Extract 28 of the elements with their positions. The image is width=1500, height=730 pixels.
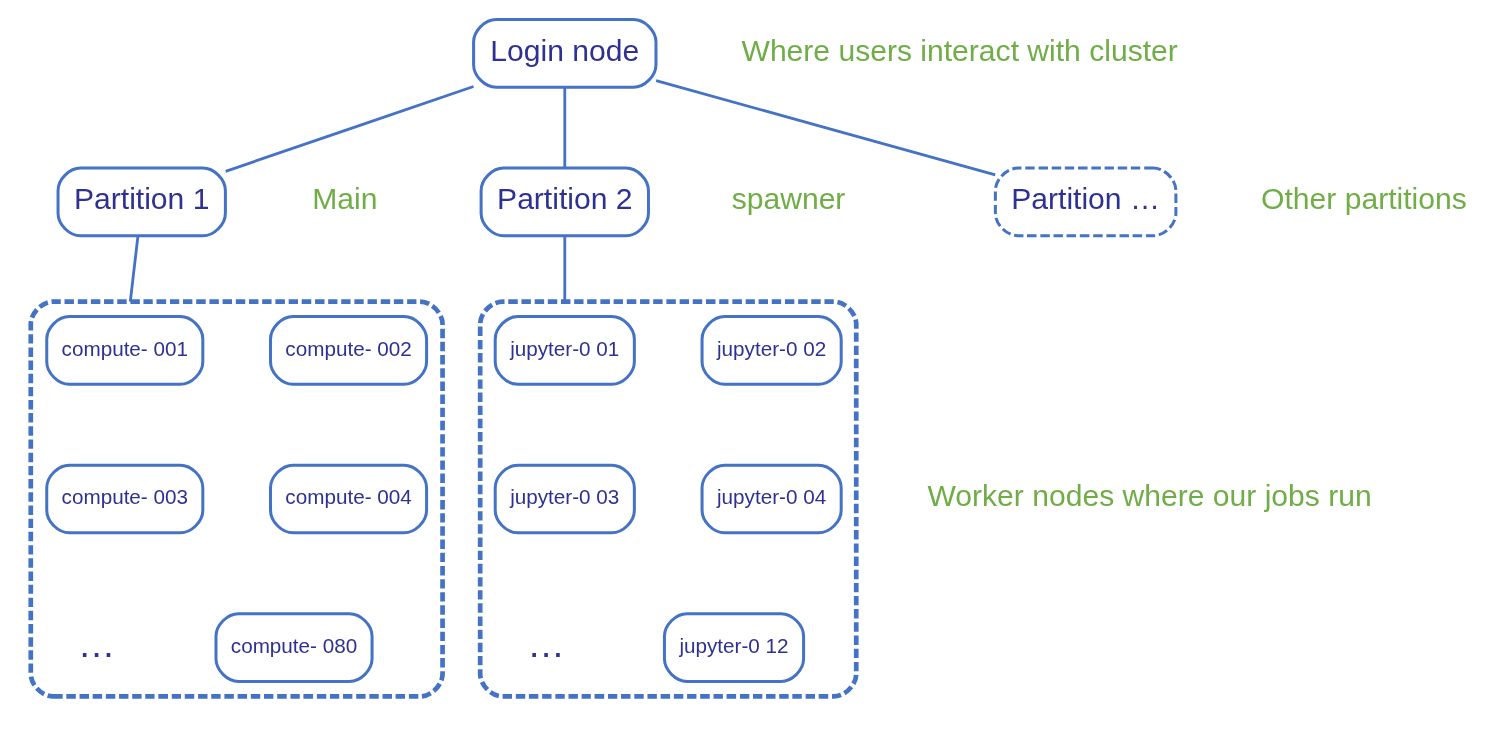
node-box: jupyter-0 03 bbox=[493, 463, 636, 534]
node-box: compute- 004 bbox=[269, 463, 429, 534]
node-box: compute- 080 bbox=[214, 611, 374, 683]
node-box: jupyter-0 12 bbox=[662, 611, 806, 683]
node-box: compute- 003 bbox=[45, 463, 205, 534]
connector bbox=[128, 235, 140, 302]
cluster bbox=[477, 298, 859, 699]
node-box: compute- 002 bbox=[269, 314, 429, 386]
label: … bbox=[77, 622, 116, 665]
connector bbox=[225, 84, 474, 173]
connector bbox=[563, 235, 567, 302]
node-box: Partition 2 bbox=[479, 166, 650, 237]
node-box: jupyter-0 04 bbox=[700, 463, 843, 534]
node-label: Main bbox=[312, 181, 378, 215]
node-box: Partition … bbox=[993, 166, 1178, 237]
node-box: Login node bbox=[472, 17, 658, 89]
connector bbox=[563, 86, 567, 168]
node-box: Partition 1 bbox=[56, 166, 227, 237]
node-box: jupyter-0 02 bbox=[700, 314, 843, 386]
label: … bbox=[527, 622, 565, 665]
node-label: spawner bbox=[731, 181, 846, 215]
node-box: jupyter-0 01 bbox=[493, 314, 636, 386]
node-label: Other partitions bbox=[1261, 181, 1467, 215]
label: Worker nodes where our jobs run bbox=[927, 478, 1372, 512]
cluster bbox=[28, 298, 445, 699]
connector bbox=[655, 78, 996, 176]
node-label: Where users interact with cluster bbox=[741, 33, 1178, 67]
node-box: compute- 001 bbox=[45, 314, 205, 386]
